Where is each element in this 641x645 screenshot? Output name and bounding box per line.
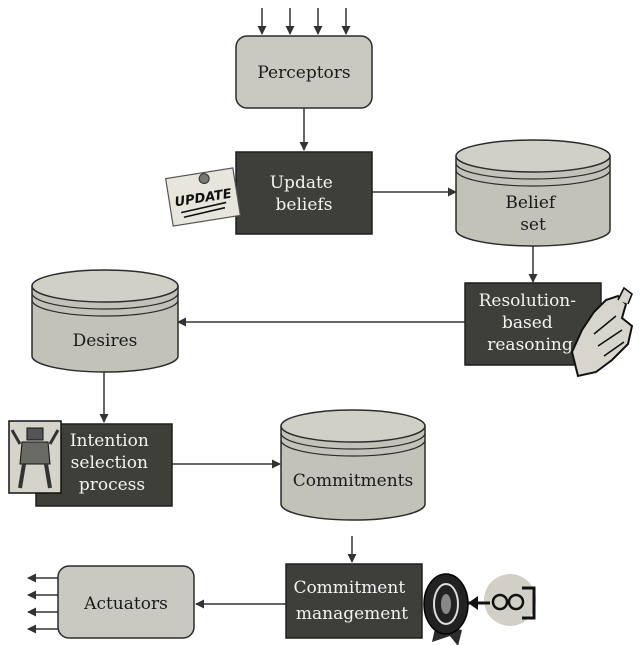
update-beliefs-label: Update beliefs: [270, 173, 339, 215]
actuator-output-arrows: [27, 573, 58, 634]
desires-label: Desires: [73, 331, 138, 351]
belief-set-node: Belief set: [455, 139, 611, 247]
flow-arrows: [99, 108, 538, 609]
actuators-node: Actuators: [57, 565, 195, 639]
key-icon: [468, 574, 536, 626]
hand-icon: [570, 286, 634, 378]
robot-icon: [8, 420, 62, 494]
perceptors-node: Perceptors: [235, 35, 373, 109]
watch-icon: [423, 573, 469, 645]
update-beliefs-node: Update beliefs: [235, 151, 373, 235]
commitment-management-node: Commitment management: [285, 563, 423, 639]
resolution-reasoning-node: Resolution- based reasoning: [464, 282, 602, 366]
intention-selection-label: Intention selection process: [70, 431, 154, 495]
desires-node: Desires: [31, 269, 179, 373]
resolution-reasoning-label: Resolution- based reasoning: [479, 291, 582, 355]
commitments-node: Commitments: [280, 409, 426, 521]
commitment-management-label: Commitment management: [293, 578, 410, 624]
actuators-label: Actuators: [83, 594, 168, 614]
belief-set-label: Belief set: [505, 193, 560, 235]
sticky-note-icon: UPDATE: [164, 167, 242, 227]
commitments-label: Commitments: [293, 471, 413, 491]
perceptors-label: Perceptors: [257, 63, 350, 83]
perceptor-input-arrows: [257, 8, 351, 35]
